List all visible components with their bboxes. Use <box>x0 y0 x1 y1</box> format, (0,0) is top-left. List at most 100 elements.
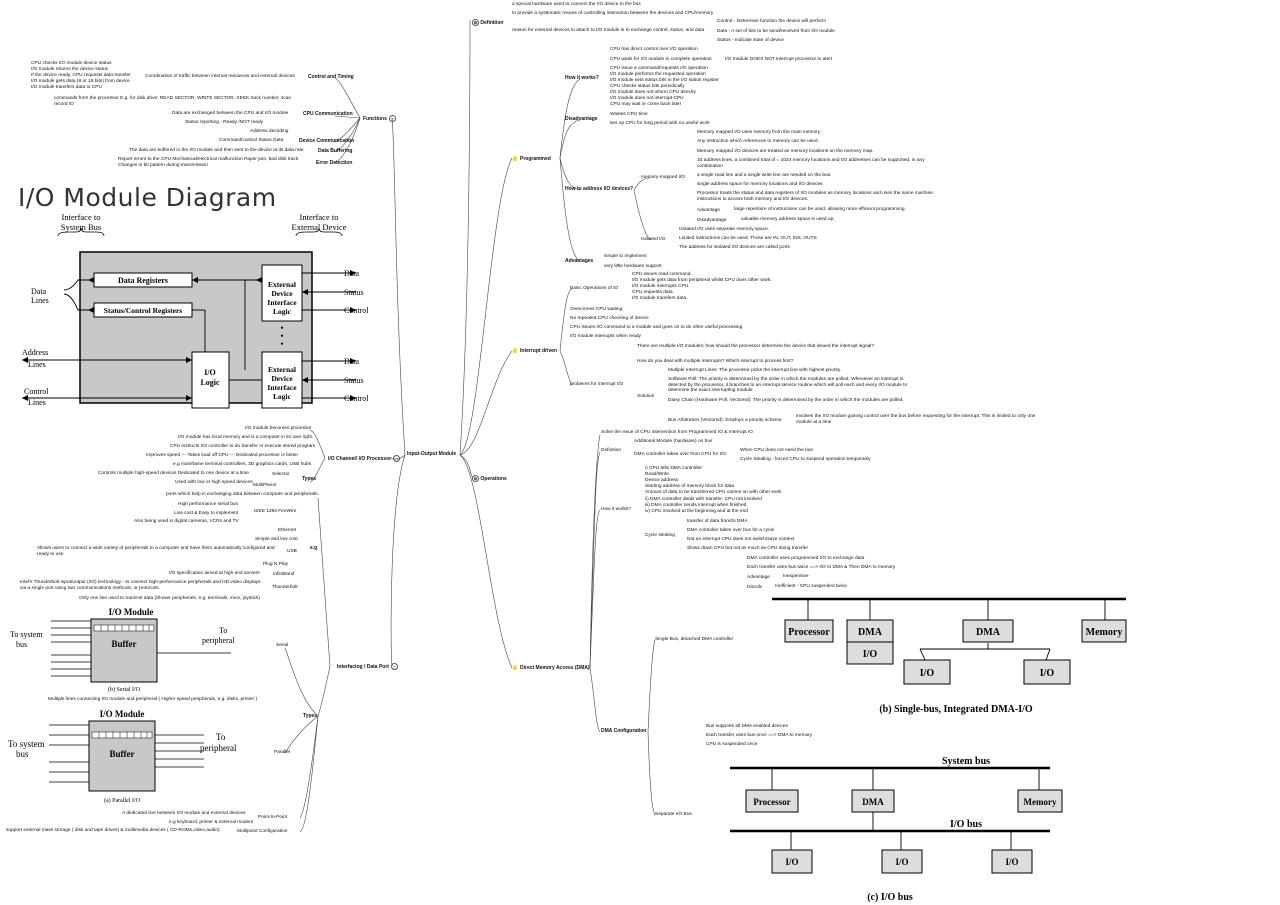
single-dis-topic[interactable]: DisAdv <box>747 585 763 590</box>
prog-step-6: I/O module does not interrupt CPU <box>610 96 684 101</box>
channel-item-2: I/O module has local memory and is a com… <box>178 435 314 440</box>
dma-config-topic[interactable]: DMA Configuration <box>601 728 647 734</box>
prog-dis-item-1: Wastes CPU time <box>610 112 648 117</box>
multiplexor-topic[interactable]: MultiPlexor <box>253 483 277 488</box>
prog-adv-item-2: very little hardware support <box>604 264 662 269</box>
parallel-buffer: Buffer <box>110 749 135 759</box>
single-bus-topic[interactable]: Single Bus, detached DMA controller <box>655 637 734 642</box>
dma-topic[interactable]: Direct Memory Access (DMA) <box>513 665 590 671</box>
dma-def-topic[interactable]: Definition <box>601 448 621 453</box>
io-channel-topic[interactable]: I/O Channel/ I/O Processor− <box>328 455 401 462</box>
interrupt-label: Interrupt driven <box>520 347 557 354</box>
out-data-label-1: Data <box>344 269 360 278</box>
data-lines-label-1: Data <box>31 287 47 296</box>
collapse-icon[interactable]: − <box>390 663 398 670</box>
port-types-topic[interactable]: Types <box>303 713 318 719</box>
error-detection-topic[interactable]: Error Detection <box>316 160 353 166</box>
root-topic[interactable]: Input-Output Module <box>407 451 457 457</box>
cpu-communication-topic[interactable]: CPU Communication <box>303 111 353 117</box>
mm-dis-topic[interactable]: Disadvantage <box>697 218 727 223</box>
ptp-item-2: e.g keyboard, printer & external modem <box>169 820 254 825</box>
ieee-topic[interactable]: IEEE 1394 FireWire <box>254 509 297 514</box>
interfacing-port-topic[interactable]: Interfacing / Data Port− <box>337 663 398 670</box>
fig2-processor-box <box>745 789 799 813</box>
interfacing-port-label: Interfacing / Data Port <box>337 663 389 670</box>
definition-topic[interactable]: ⚙ Definition <box>470 19 503 26</box>
collapse-icon[interactable]: − <box>388 115 396 122</box>
parallel-topic[interactable]: Parallel <box>274 750 290 755</box>
single-adv-topic[interactable]: Advantage <box>747 575 770 580</box>
data-registers-label: Data Registers <box>118 276 168 285</box>
data-buffering-topic[interactable]: Data Buffering <box>318 148 353 154</box>
serial-title: I/O Module <box>109 607 154 617</box>
prog-step-2: I/O module performs the requested operat… <box>610 72 706 77</box>
svg-text:bus: bus <box>16 749 29 759</box>
isolated-io-topic[interactable]: Isolated I/O <box>641 237 666 242</box>
collapse-icon[interactable]: − <box>393 455 401 462</box>
out-control-label-2: Control <box>344 394 369 403</box>
prog-step-7: CPU may wait or come back later <box>610 102 682 107</box>
prog-adv-item-1: simple to implement <box>604 254 647 259</box>
dma-label: Direct Memory Access (DMA) <box>520 664 590 671</box>
thunderbolt-topic[interactable]: Thunderbolt <box>272 585 298 590</box>
dma-cycle-item-1: transfer of data from/to DMA <box>687 519 748 524</box>
sep-bus-topic[interactable]: Separate I/O Bus <box>655 812 692 817</box>
control-timing-topic[interactable]: Control and Timing <box>308 74 354 80</box>
int-prob-item-1: There are multiple I/O modules; how shou… <box>637 344 875 349</box>
svg-text:Logic: Logic <box>273 307 292 316</box>
svg-text:DMA: DMA <box>976 627 1001 638</box>
programmed-topic[interactable]: Programmed <box>513 156 551 162</box>
io-channel-label: I/O Channel/ I/O Processor <box>328 455 392 462</box>
svg-text:bus: bus <box>16 640 27 649</box>
infiniband-topic[interactable]: InfiniBand <box>273 572 295 577</box>
channel-types-topic[interactable]: Types <box>302 476 317 482</box>
prog-dis-topic[interactable]: Disadvantage <box>565 116 598 122</box>
io-module-diagram: Interface to System Bus Interface to Ext… <box>22 212 369 409</box>
control-timing-step-1: CPU checks I/O module device status <box>31 61 112 66</box>
interrupt-topic[interactable]: Interrupt driven <box>513 348 557 354</box>
serial-topic[interactable]: Serial <box>276 643 289 648</box>
ethernet-topic[interactable]: Ethernet <box>278 528 297 533</box>
dma-how-item-1: i) CPU tells DMA controller: <box>645 466 704 471</box>
iso-item-1: Isolated I/O uses separate memory space. <box>679 227 770 232</box>
data-buffering-desc: The data are buffered in the I/O module … <box>129 148 304 153</box>
functions-label: Functions <box>363 115 387 122</box>
svg-text:I/O: I/O <box>1005 857 1018 867</box>
dma-how-item-4: Starting address of memory block for dat… <box>645 484 735 489</box>
eg-topic[interactable]: e.g <box>310 545 318 551</box>
mm-item-5: a single read line and a single write li… <box>697 173 832 178</box>
mm-adv-topic[interactable]: Advantage <box>697 208 720 213</box>
channel-item-1: I/O module becomes processor <box>245 426 312 431</box>
prog-adv-topic[interactable]: Advantages <box>565 258 594 264</box>
prog-addr-topic[interactable]: How to address I/O devices? <box>565 186 634 192</box>
cpu-comm-item-4: Address decoding <box>250 129 289 134</box>
multipoint-topic[interactable]: Multipoint Configuration <box>237 829 288 834</box>
memory-mapped-topic[interactable]: memory-mapped I/O <box>641 175 685 180</box>
control-timing-desc: Coordination of traffic between internal… <box>145 74 295 79</box>
single-dis-desc: Inefficient - CPU suspended twice <box>775 584 847 589</box>
selector-topic[interactable]: Selector <box>272 472 290 477</box>
dma-def-sub-1: When CPU does not need the bus <box>740 448 813 453</box>
int-problems-topic[interactable]: problems for interrupt I/O <box>570 382 624 387</box>
usb-topic[interactable]: USB <box>287 549 297 554</box>
fig1-io-box-1 <box>846 641 894 665</box>
functions-topic[interactable]: Functions− <box>363 115 396 122</box>
device-communication-topic[interactable]: Device Communication <box>299 138 355 144</box>
multiplexor-desc: Used with low or high speed devices <box>175 480 253 485</box>
dma-cycle-topic[interactable]: Cycle stealing <box>645 533 675 538</box>
prog-how-topic[interactable]: How it works? <box>565 75 599 81</box>
iface-ext-label-2: External Device <box>292 222 347 232</box>
parallel-io-figure: I/O Module Buffer To system bus To perip… <box>8 709 237 804</box>
int-prob-item-2: How do you deal with multiple interrupts… <box>637 359 794 364</box>
io-logic-box <box>191 351 230 409</box>
ptp-topic[interactable]: Point-to-Point <box>258 815 288 820</box>
fig2-io-box-1 <box>771 849 813 874</box>
int-basic-topic[interactable]: Basic Operations of IO <box>570 286 619 291</box>
int-solution-topic[interactable]: Solution <box>637 394 655 399</box>
lightbulb-icon <box>513 665 517 670</box>
dma-how-topic[interactable]: How it works? <box>601 507 631 512</box>
mm-item-3: Memory mapped I/O devices are treated as… <box>697 149 874 154</box>
operations-topic[interactable]: ⚙ Operations <box>470 475 507 482</box>
dma-solve: Solve the issue of CPU intervention from… <box>601 430 753 435</box>
cpu-comm-item-1: commands from the processor E.g. for dis… <box>54 96 292 107</box>
